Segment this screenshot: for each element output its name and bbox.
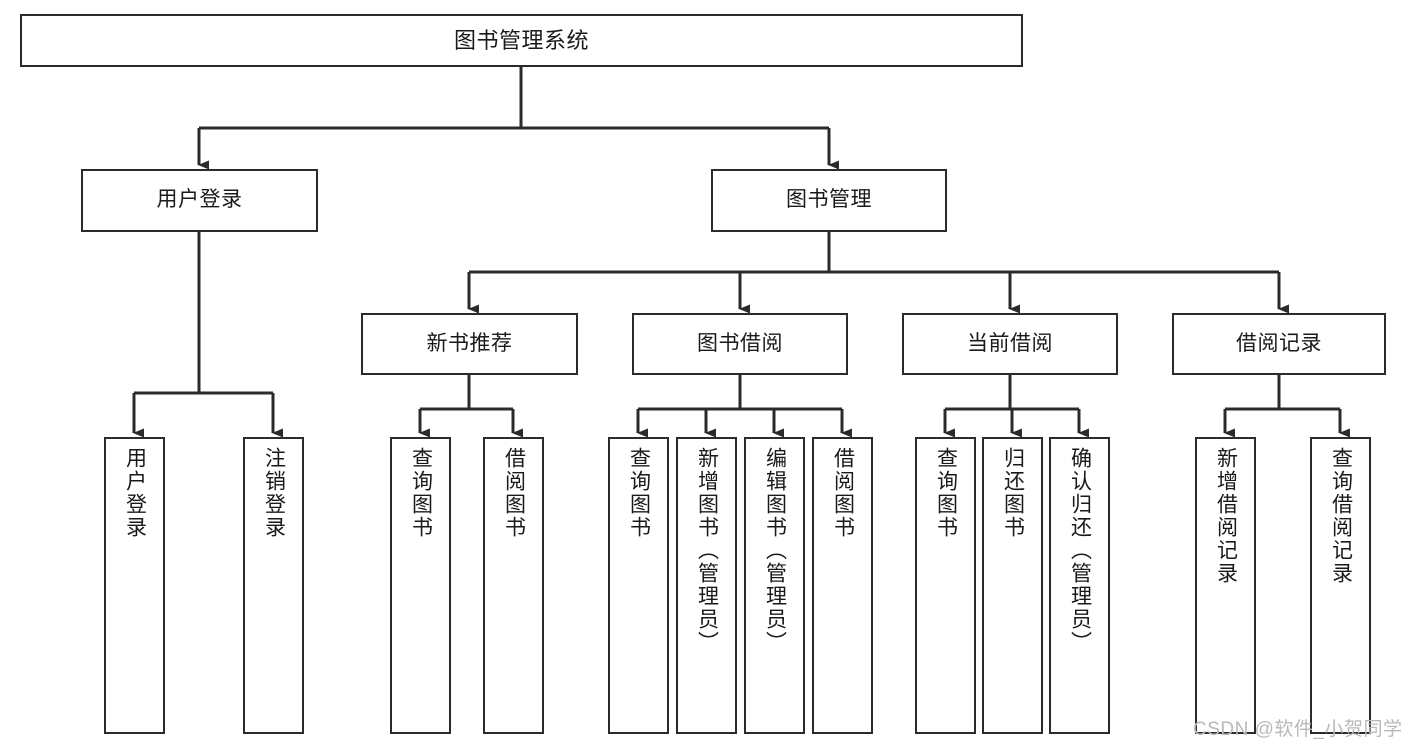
node-label: 归还图书 (1001, 447, 1025, 539)
node-leaf-user-login[interactable]: 用户登录 (104, 437, 165, 734)
node-label: 借阅记录 (1236, 331, 1322, 355)
node-label: 新增图书（管理员） (695, 447, 719, 654)
node-label: 当前借阅 (967, 331, 1053, 355)
node-borrow-record[interactable]: 借阅记录 (1172, 313, 1386, 375)
node-label: 确认归还（管理员） (1068, 447, 1092, 654)
node-label: 新增借阅记录 (1214, 447, 1238, 585)
node-label: 用户登录 (156, 188, 243, 212)
node-leaf-logout[interactable]: 注销登录 (243, 437, 304, 734)
node-label: 新书推荐 (426, 331, 513, 355)
node-leaf-confirm-return[interactable]: 确认归还（管理员） (1049, 437, 1110, 734)
node-leaf-borrow-book-2[interactable]: 借阅图书 (812, 437, 873, 734)
node-label: 查询图书 (409, 447, 433, 539)
node-user-login[interactable]: 用户登录 (81, 169, 318, 232)
watermark: CSDN @软件_小贺同学 (1193, 719, 1403, 740)
node-leaf-add-record[interactable]: 新增借阅记录 (1195, 437, 1256, 734)
node-root[interactable]: 图书管理系统 (20, 14, 1023, 67)
node-new-book-rec[interactable]: 新书推荐 (361, 313, 578, 375)
node-leaf-query-book-3[interactable]: 查询图书 (915, 437, 976, 734)
node-label: 借阅图书 (502, 447, 526, 539)
node-label: 查询图书 (934, 447, 958, 539)
node-label: 查询借阅记录 (1329, 447, 1353, 585)
node-leaf-query-record[interactable]: 查询借阅记录 (1310, 437, 1371, 734)
node-book-manage[interactable]: 图书管理 (711, 169, 947, 232)
node-leaf-borrow-book-1[interactable]: 借阅图书 (483, 437, 544, 734)
node-current-borrow[interactable]: 当前借阅 (902, 313, 1118, 375)
node-label: 编辑图书（管理员） (763, 447, 787, 654)
node-leaf-query-book-2[interactable]: 查询图书 (608, 437, 669, 734)
node-label: 用户登录 (123, 447, 147, 539)
node-label: 借阅图书 (831, 447, 855, 539)
node-label: 注销登录 (262, 447, 286, 539)
node-leaf-return-book[interactable]: 归还图书 (982, 437, 1043, 734)
node-label: 查询图书 (627, 447, 651, 539)
node-label: 图书管理系统 (453, 27, 589, 53)
node-leaf-query-book-1[interactable]: 查询图书 (390, 437, 451, 734)
node-leaf-add-book[interactable]: 新增图书（管理员） (676, 437, 737, 734)
node-label: 图书借阅 (697, 331, 783, 355)
node-book-borrow[interactable]: 图书借阅 (632, 313, 848, 375)
node-leaf-edit-book[interactable]: 编辑图书（管理员） (744, 437, 805, 734)
node-label: 图书管理 (786, 188, 872, 212)
